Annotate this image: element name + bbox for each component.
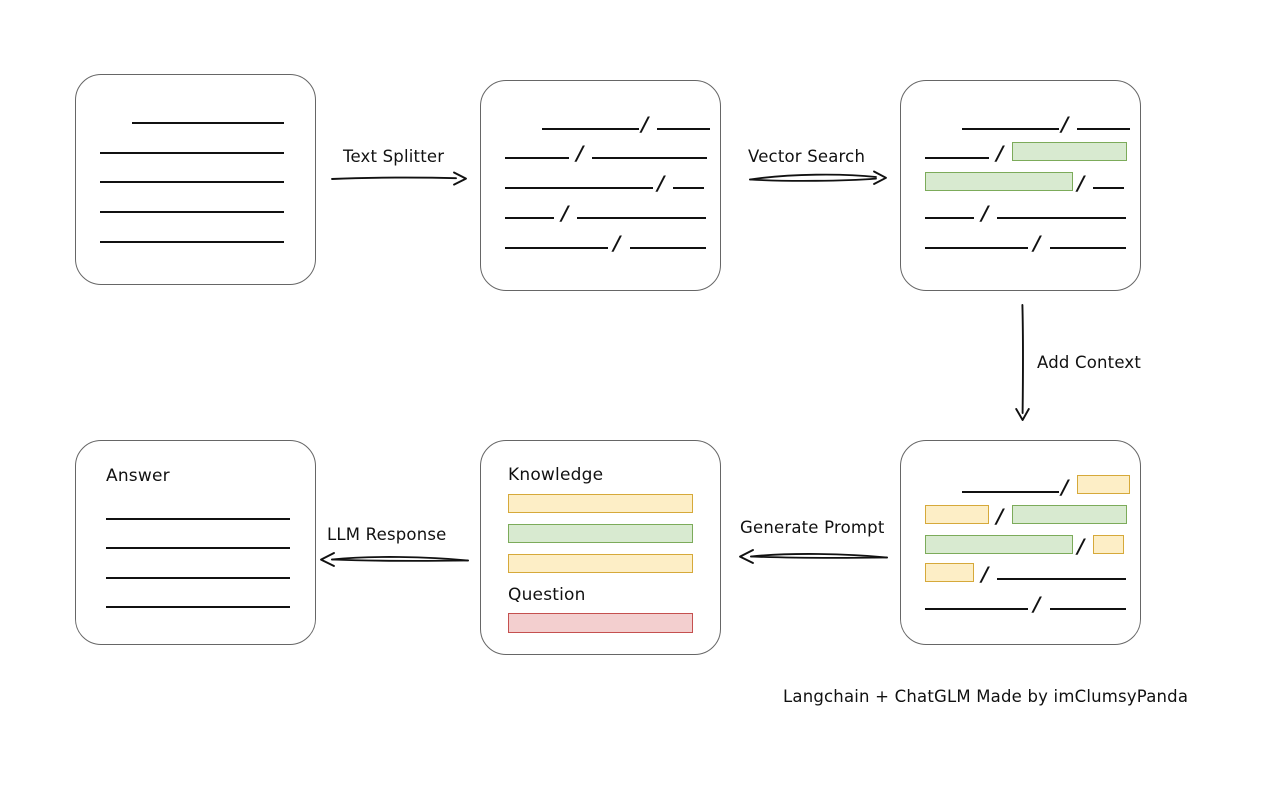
chunk-separator: / xyxy=(613,231,621,255)
node-split-chunks[interactable] xyxy=(480,80,721,291)
chunk-separator: / xyxy=(996,141,1004,165)
edge-label-generate-prompt: Generate Prompt xyxy=(740,518,885,537)
chunk-line xyxy=(657,128,710,130)
arrow-llm-response xyxy=(320,552,469,567)
chunk-chip-yellow xyxy=(1077,475,1130,494)
arrow-vector-search xyxy=(749,170,887,185)
prompt-section-label-knowledge: Knowledge xyxy=(508,465,604,485)
knowledge-bar-green xyxy=(508,524,693,543)
chunk-separator: / xyxy=(1077,171,1085,195)
chunk-separator: / xyxy=(1033,231,1041,255)
chunk-line xyxy=(673,187,704,189)
chunk-chip-yellow xyxy=(1093,535,1124,554)
doc-line xyxy=(100,241,284,243)
chunk-separator: / xyxy=(561,201,569,225)
arrow-add-context xyxy=(1015,304,1030,421)
answer-line xyxy=(106,518,290,520)
edge-label-text-splitter: Text Splitter xyxy=(343,147,445,166)
chunk-separator: / xyxy=(657,171,665,195)
chunk-line xyxy=(542,128,639,130)
chunk-line xyxy=(1093,187,1124,189)
chunk-line xyxy=(925,247,1028,249)
answer-line xyxy=(106,577,290,579)
answer-line xyxy=(106,606,290,608)
edge-label-llm-response: LLM Response xyxy=(327,525,447,544)
prompt-section-label-question: Question xyxy=(508,585,586,605)
arrow-generate-prompt xyxy=(739,549,888,564)
chunk-separator: / xyxy=(641,112,649,136)
chunk-line xyxy=(1050,608,1126,610)
chunk-separator: / xyxy=(1061,475,1069,499)
node-source-document[interactable] xyxy=(75,74,316,285)
chunk-line xyxy=(962,491,1059,493)
chunk-chip-green xyxy=(925,172,1073,191)
chunk-line xyxy=(505,187,653,189)
chunk-chip-yellow xyxy=(925,563,974,582)
chunk-separator: / xyxy=(981,562,989,586)
edge-label-add-context: Add Context xyxy=(1037,353,1142,372)
node-answer[interactable] xyxy=(75,440,316,645)
chunk-line xyxy=(505,247,608,249)
knowledge-bar-yellow xyxy=(508,554,693,573)
chunk-line xyxy=(630,247,706,249)
chunk-separator: / xyxy=(1033,592,1041,616)
chunk-separator: / xyxy=(981,201,989,225)
chunk-separator: / xyxy=(996,504,1004,528)
answer-label: Answer xyxy=(106,466,170,486)
chunk-line xyxy=(997,578,1126,580)
chunk-chip-yellow xyxy=(925,505,989,524)
chunk-line xyxy=(997,217,1126,219)
knowledge-bar-yellow xyxy=(508,494,693,513)
chunk-separator: / xyxy=(1077,534,1085,558)
chunk-line xyxy=(962,128,1059,130)
chunk-line xyxy=(1077,128,1130,130)
doc-line xyxy=(132,122,284,124)
chunk-line xyxy=(505,157,569,159)
chunk-chip-green xyxy=(1012,505,1127,524)
chunk-separator: / xyxy=(576,141,584,165)
footer-credit: Langchain + ChatGLM Made by imClumsyPand… xyxy=(783,687,1189,706)
doc-line xyxy=(100,181,284,183)
chunk-line xyxy=(1050,247,1126,249)
chunk-line xyxy=(925,608,1028,610)
arrow-text-splitter xyxy=(331,171,467,186)
chunk-line xyxy=(925,217,974,219)
chunk-chip-green xyxy=(925,535,1073,554)
chunk-chip-green xyxy=(1012,142,1127,161)
chunk-line xyxy=(925,157,989,159)
chunk-line xyxy=(592,157,707,159)
chunk-line xyxy=(505,217,554,219)
doc-line xyxy=(100,211,284,213)
question-bar-red xyxy=(508,613,693,633)
edge-label-vector-search: Vector Search xyxy=(748,147,866,166)
answer-line xyxy=(106,547,290,549)
chunk-line xyxy=(577,217,706,219)
chunk-separator: / xyxy=(1061,112,1069,136)
doc-line xyxy=(100,152,284,154)
